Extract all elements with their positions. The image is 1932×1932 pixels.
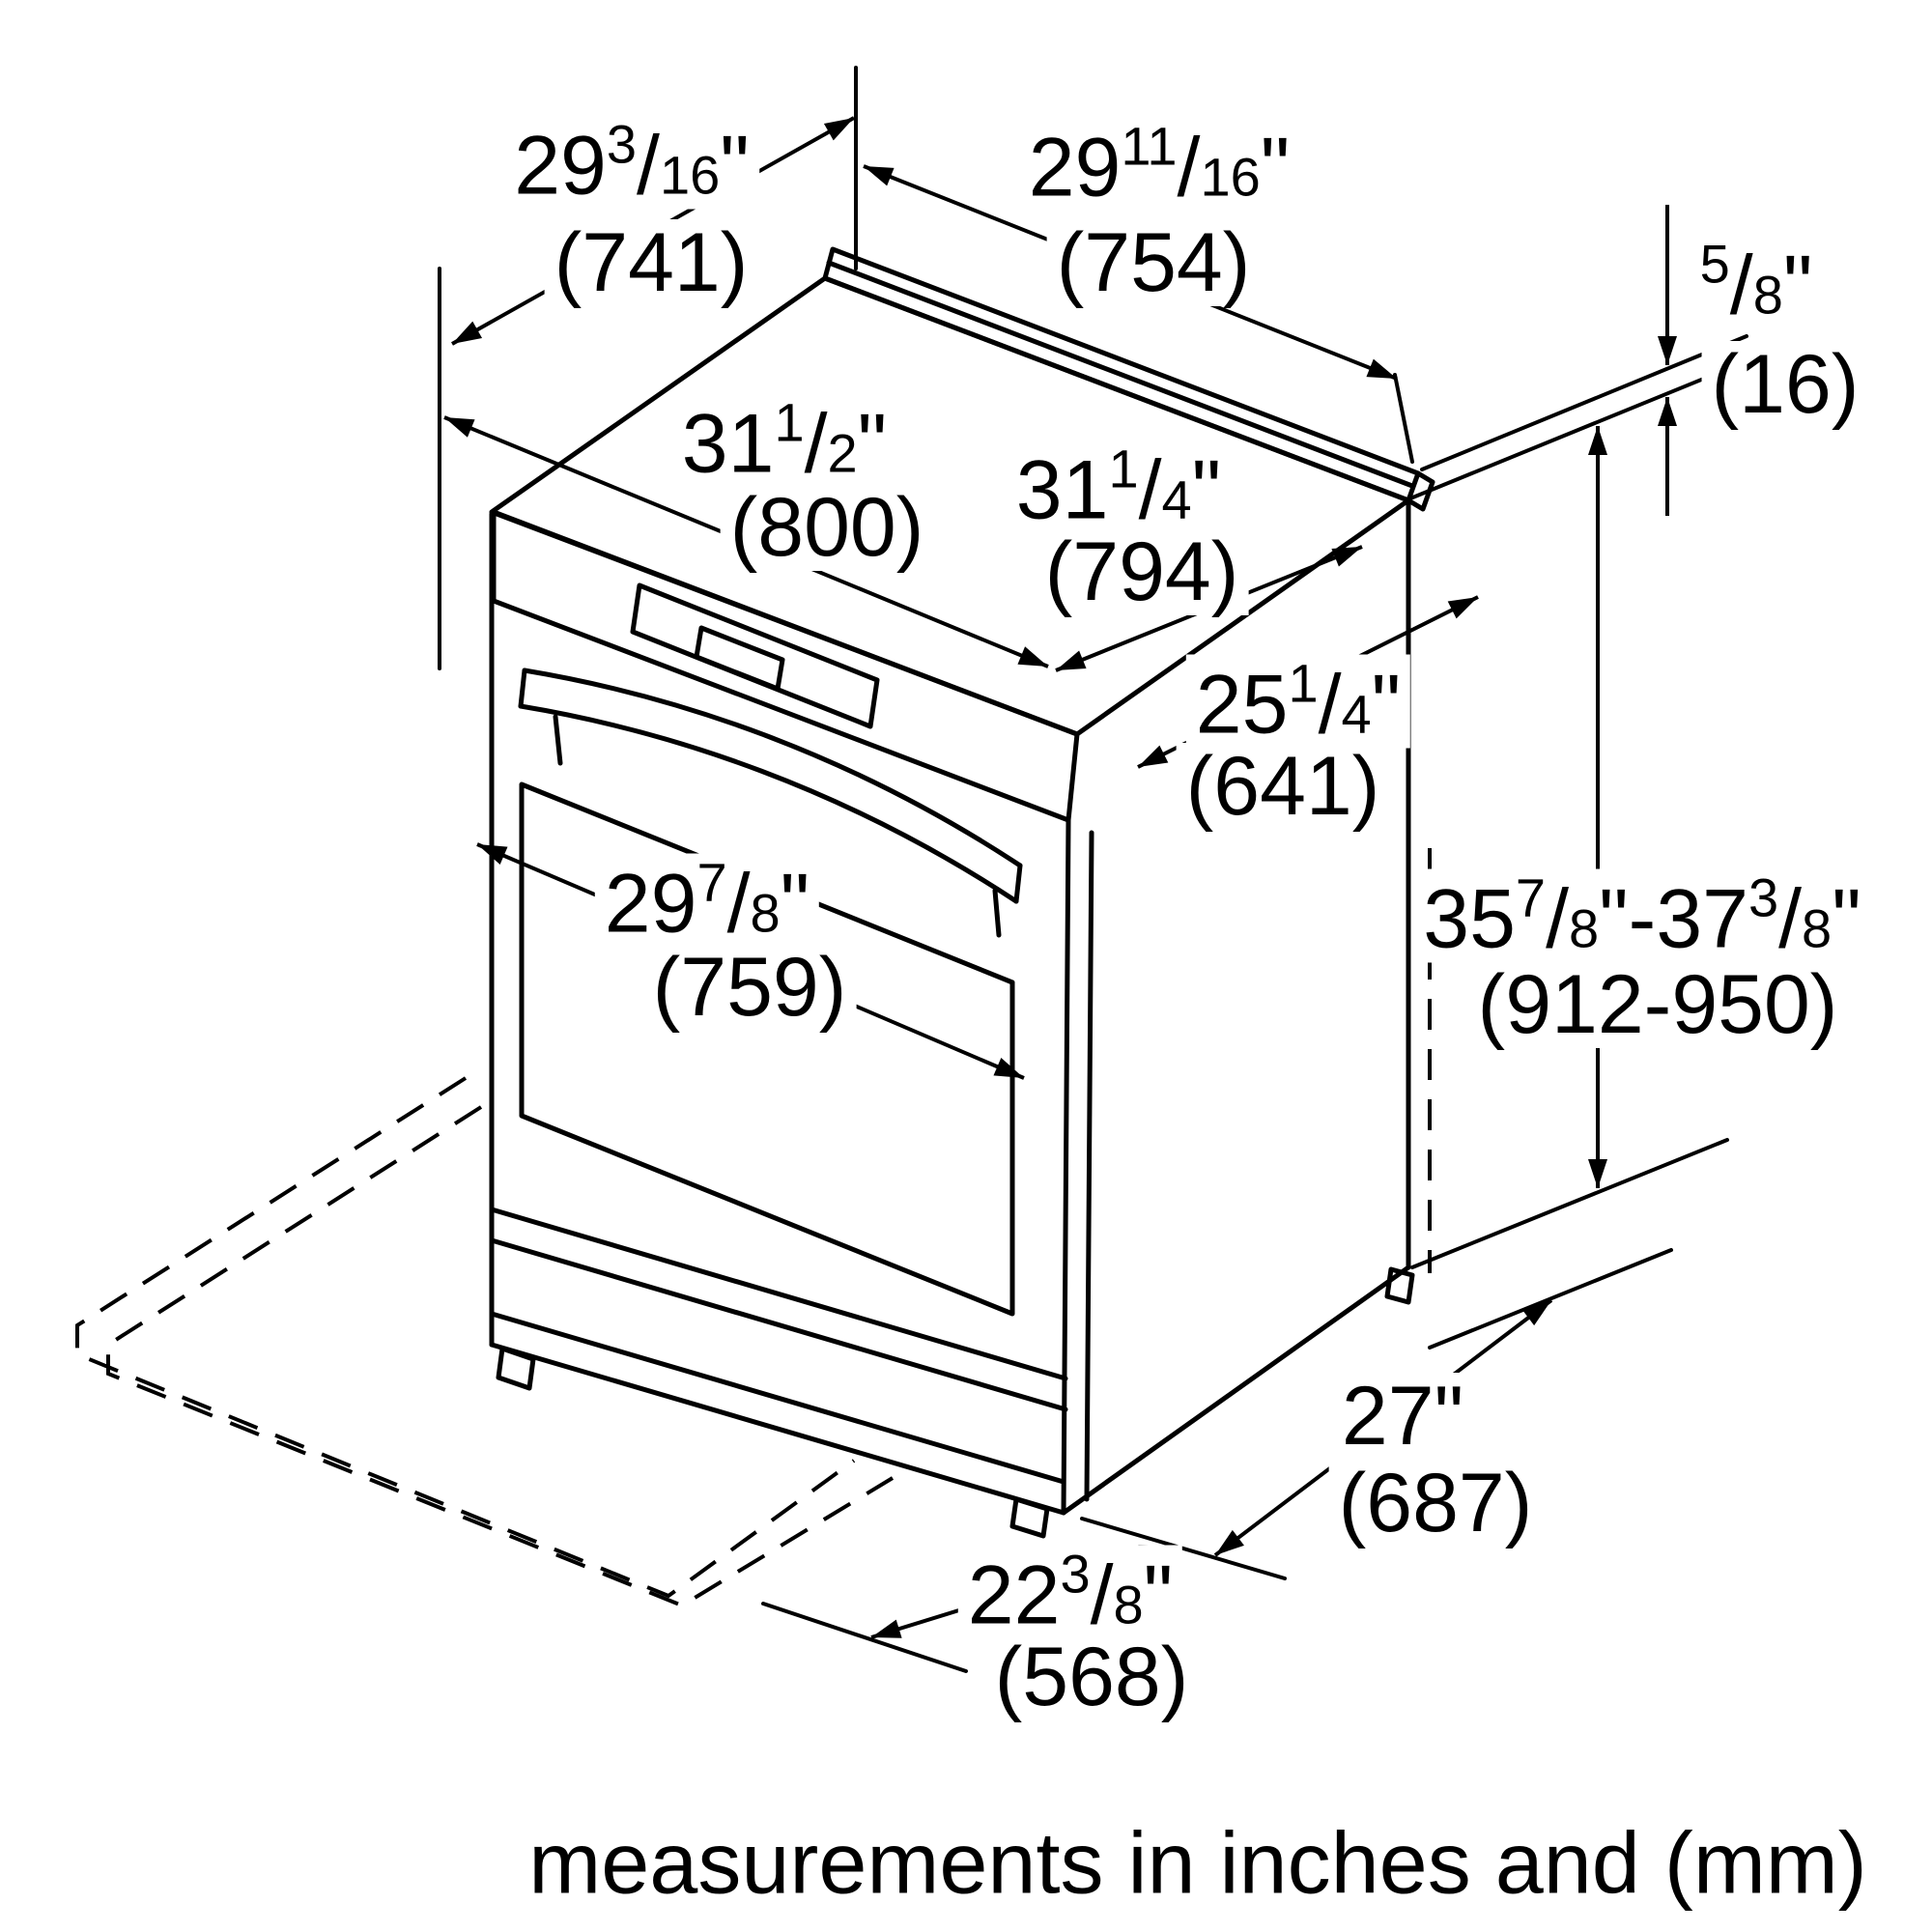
clearance-outline-outer — [75, 1076, 856, 1599]
dim-794-inches: 311/4" — [1006, 440, 1232, 534]
handle-left-bracket — [553, 714, 563, 766]
dim-687-inches: 27" — [1331, 1373, 1474, 1460]
ext-clearance-corner — [761, 1602, 968, 1673]
handle-left-cap — [518, 668, 527, 709]
dim-754-inches: 2911/16" — [1018, 117, 1300, 212]
dim-800-mm: (800) — [720, 484, 934, 571]
front-bottom-edge — [489, 1342, 1066, 1516]
dim-754-mm: (754) — [1046, 219, 1261, 306]
dim-912-950-mm: (912-950) — [1467, 961, 1848, 1048]
units-note: measurements in inches and (mm) — [528, 1814, 1867, 1915]
dim-16-inches: 5/8" — [1690, 235, 1823, 329]
door-thickness-line — [1084, 830, 1094, 1502]
dim-759-inches: 297/8" — [594, 853, 820, 948]
front-left-foot — [496, 1346, 536, 1391]
back-rail-end-cap — [1406, 470, 1435, 512]
oven-door-bottom-line — [489, 1207, 1068, 1381]
ext-front-bottom-corner — [1080, 1517, 1287, 1580]
clearance-outline-inner — [106, 1105, 895, 1608]
dim-641-mm: (641) — [1176, 743, 1390, 830]
ext-base-plane — [1410, 1138, 1729, 1269]
ext-rail-top — [1420, 334, 1748, 471]
dim-568-mm: (568) — [984, 1634, 1199, 1720]
dim-912-950-inches: 357/8"-373/8" — [1413, 868, 1871, 963]
dim-741-inches: 293/16" — [504, 115, 759, 210]
dim-16-mm: (16) — [1701, 341, 1869, 428]
dim-641-inches: 251/4" — [1185, 654, 1411, 749]
dim-741-mm: (741) — [544, 219, 758, 306]
drawer-top-line — [489, 1237, 1068, 1412]
extension-lines — [438, 66, 1781, 1673]
dim-800-inches: 311/2" — [671, 393, 897, 488]
dim-568-inches: 223/8" — [957, 1545, 1183, 1639]
dim-687-mm: (687) — [1328, 1460, 1543, 1547]
front-right-foot — [1009, 1496, 1050, 1539]
ext-rail-end — [1393, 373, 1414, 464]
dim-794-mm: (794) — [1035, 528, 1249, 615]
drawer-bottom-line — [489, 1311, 1066, 1485]
oven-door-handle — [522, 668, 1023, 868]
front-right-edge — [1061, 817, 1071, 1516]
dim-759-mm: (759) — [642, 944, 857, 1031]
